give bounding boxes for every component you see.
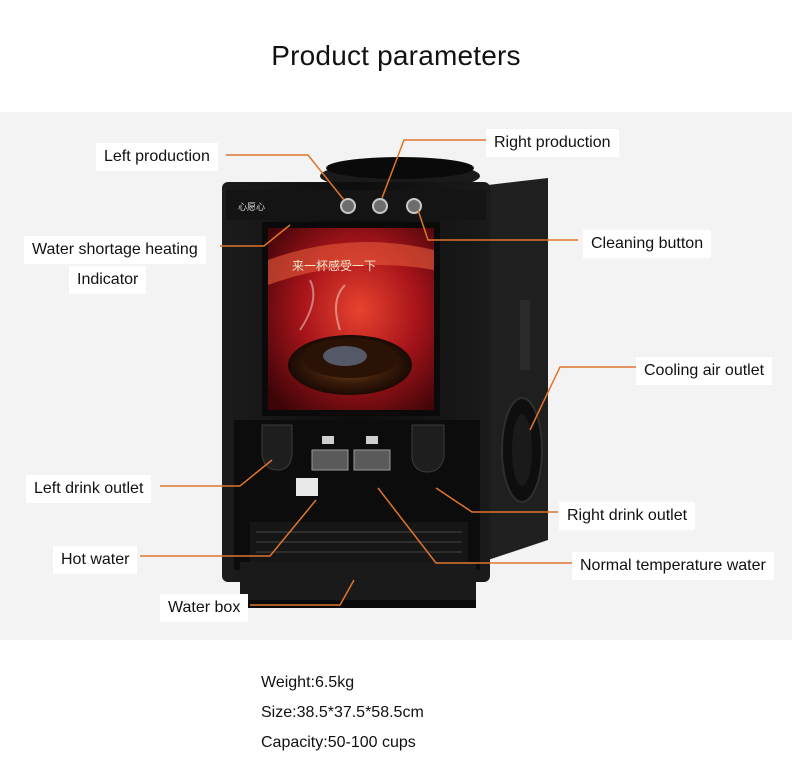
spec-weight: Weight:6.5kg bbox=[261, 674, 355, 691]
poster-slogan: 来一杯感受一下 bbox=[292, 258, 376, 273]
normal-water-button bbox=[353, 449, 391, 471]
page-title: Product parameters bbox=[271, 40, 521, 71]
label-cleaning-button: Cleaning button bbox=[583, 230, 712, 258]
spec-size: Size:38.5*37.5*58.5cm bbox=[261, 704, 424, 721]
left-production-knob bbox=[340, 198, 356, 214]
label-normal-temperature-water: Normal temperature water bbox=[572, 552, 774, 580]
machine-side-panel bbox=[488, 178, 548, 560]
spec-capacity: Capacity:50-100 cups bbox=[261, 734, 416, 751]
brand-logo-text: 心愿心 bbox=[238, 202, 265, 213]
label-right-drink-outlet: Right drink outlet bbox=[559, 502, 696, 530]
label-cooling-air-outlet: Cooling air outlet bbox=[636, 357, 773, 385]
right-drink-nozzle bbox=[411, 424, 445, 473]
label-water-shortage-line1: Water shortage heating bbox=[24, 236, 206, 264]
label-left-production: Left production bbox=[96, 143, 218, 171]
label-hot-water: Hot water bbox=[53, 546, 138, 574]
label-left-drink-outlet: Left drink outlet bbox=[26, 475, 152, 503]
cleaning-knob bbox=[406, 198, 422, 214]
water-box bbox=[240, 562, 476, 602]
right-production-knob bbox=[372, 198, 388, 214]
label-water-box: Water box bbox=[160, 594, 249, 622]
hot-caution-icon bbox=[296, 478, 318, 496]
callout-lines bbox=[140, 139, 642, 606]
label-right-production: Right production bbox=[486, 129, 619, 157]
label-water-shortage-line2: Indicator bbox=[69, 266, 147, 294]
specs-block: Weight:6.5kg Size:38.5*37.5*58.5cm Capac… bbox=[261, 668, 424, 758]
left-drink-nozzle bbox=[261, 424, 293, 471]
hot-water-button bbox=[311, 449, 349, 471]
